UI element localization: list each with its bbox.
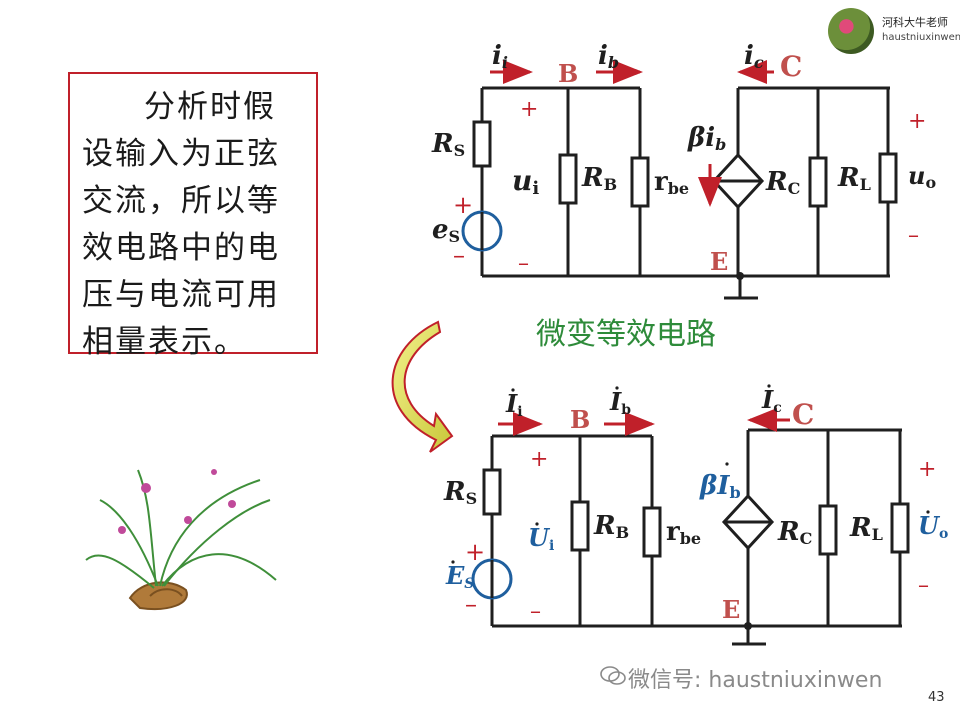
wechat-icon	[600, 666, 626, 685]
logo-name: 河科大牛老师	[882, 16, 948, 29]
bottom-node-e-dot	[744, 622, 752, 630]
top-rl-resistor	[878, 152, 898, 204]
bottom-rs-resistor	[482, 468, 502, 516]
top-node-e-dot	[736, 272, 744, 280]
top-label-ic: ic	[744, 41, 764, 72]
bottom-rc-resistor	[818, 504, 838, 556]
bottom-rl-resistor	[890, 502, 910, 554]
top-label-es: eS	[432, 215, 460, 246]
bottom-label-rl: RL	[849, 513, 883, 544]
top-rbe-resistor	[630, 156, 650, 208]
top-ui-minus: –	[518, 251, 529, 276]
top-wires	[480, 86, 890, 300]
top-label-ii: ii	[492, 41, 508, 72]
bottom-label-ii: Ii	[505, 389, 523, 420]
wechat-id: 微信号: haustniuxinwen	[628, 668, 883, 693]
logo-sub: haustniuxinwen	[882, 32, 960, 43]
top-rs-resistor	[472, 120, 492, 168]
diagram-caption: 微变等效电路	[536, 317, 716, 352]
bottom-rbe-resistor	[642, 506, 662, 558]
bottom-ui-minus: –	[530, 599, 541, 624]
bottom-es-minus: –	[465, 590, 477, 618]
bottom-label-rs: RS	[443, 477, 477, 508]
top-label-rbe: rbe	[654, 167, 689, 198]
bottom-circuit: Ii Ib Ic B C E RS ES + – + – Ui RB	[443, 384, 948, 646]
top-label-rc: RC	[765, 167, 800, 198]
bottom-label-es: ES	[445, 561, 474, 592]
bottom-uo-minus: –	[918, 573, 929, 598]
top-node-b: B	[558, 59, 578, 88]
top-rc-resistor	[808, 156, 828, 208]
note-text: 分析时假设输入为正弦交流，所以等效电路中的电压与电流可用相量表示。	[82, 89, 280, 360]
brand-logo: 河科大牛老师 haustniuxinwen	[828, 8, 960, 54]
top-label-rs: RS	[431, 129, 465, 160]
note-box: 分析时假设输入为正弦交流，所以等效电路中的电压与电流可用相量表示。	[68, 72, 318, 360]
flower-logo-icon	[828, 8, 874, 54]
top-uo-plus: +	[908, 109, 926, 134]
bottom-label-rc: RC	[777, 517, 812, 548]
top-label-rb: RB	[581, 163, 617, 194]
page-number: 43	[928, 690, 945, 705]
bottom-rb-resistor	[570, 500, 590, 552]
bottom-label-ib: Ib	[609, 387, 631, 418]
top-label-rl: RL	[837, 163, 871, 194]
orchid-illustration-icon	[85, 469, 277, 610]
bottom-node-c: C	[792, 398, 814, 431]
bottom-node-b: B	[570, 405, 590, 434]
top-rb-resistor	[558, 153, 578, 205]
curved-arrow-icon	[391, 320, 454, 453]
top-node-e: E	[710, 247, 728, 276]
bottom-label-beta: βIb	[699, 471, 741, 502]
top-label-beta: βib	[687, 123, 726, 154]
top-label-uo: uo	[908, 161, 936, 192]
top-node-c: C	[780, 50, 802, 83]
bottom-node-e: E	[722, 595, 740, 624]
bottom-label-uo: Uo	[918, 511, 948, 542]
bottom-label-rb: RB	[593, 511, 629, 542]
top-label-ui: ui	[512, 164, 539, 199]
bottom-label-ic: Ic	[761, 385, 782, 416]
top-es-minus: –	[453, 241, 465, 269]
bottom-label-ui: Ui	[528, 523, 554, 554]
top-es-plus: +	[453, 191, 473, 219]
bottom-ui-plus: +	[530, 447, 548, 472]
bottom-es-plus: +	[465, 538, 485, 566]
top-uo-minus: –	[908, 223, 919, 248]
bottom-uo-plus: +	[918, 457, 936, 482]
top-label-ib: ib	[598, 41, 619, 72]
top-ui-plus: +	[520, 97, 538, 122]
bottom-label-rbe: rbe	[666, 517, 701, 548]
phasor-dots	[451, 384, 930, 564]
top-circuit: ii ib ic B C E RS eS + – + – ui RB rbe β…	[431, 41, 936, 300]
